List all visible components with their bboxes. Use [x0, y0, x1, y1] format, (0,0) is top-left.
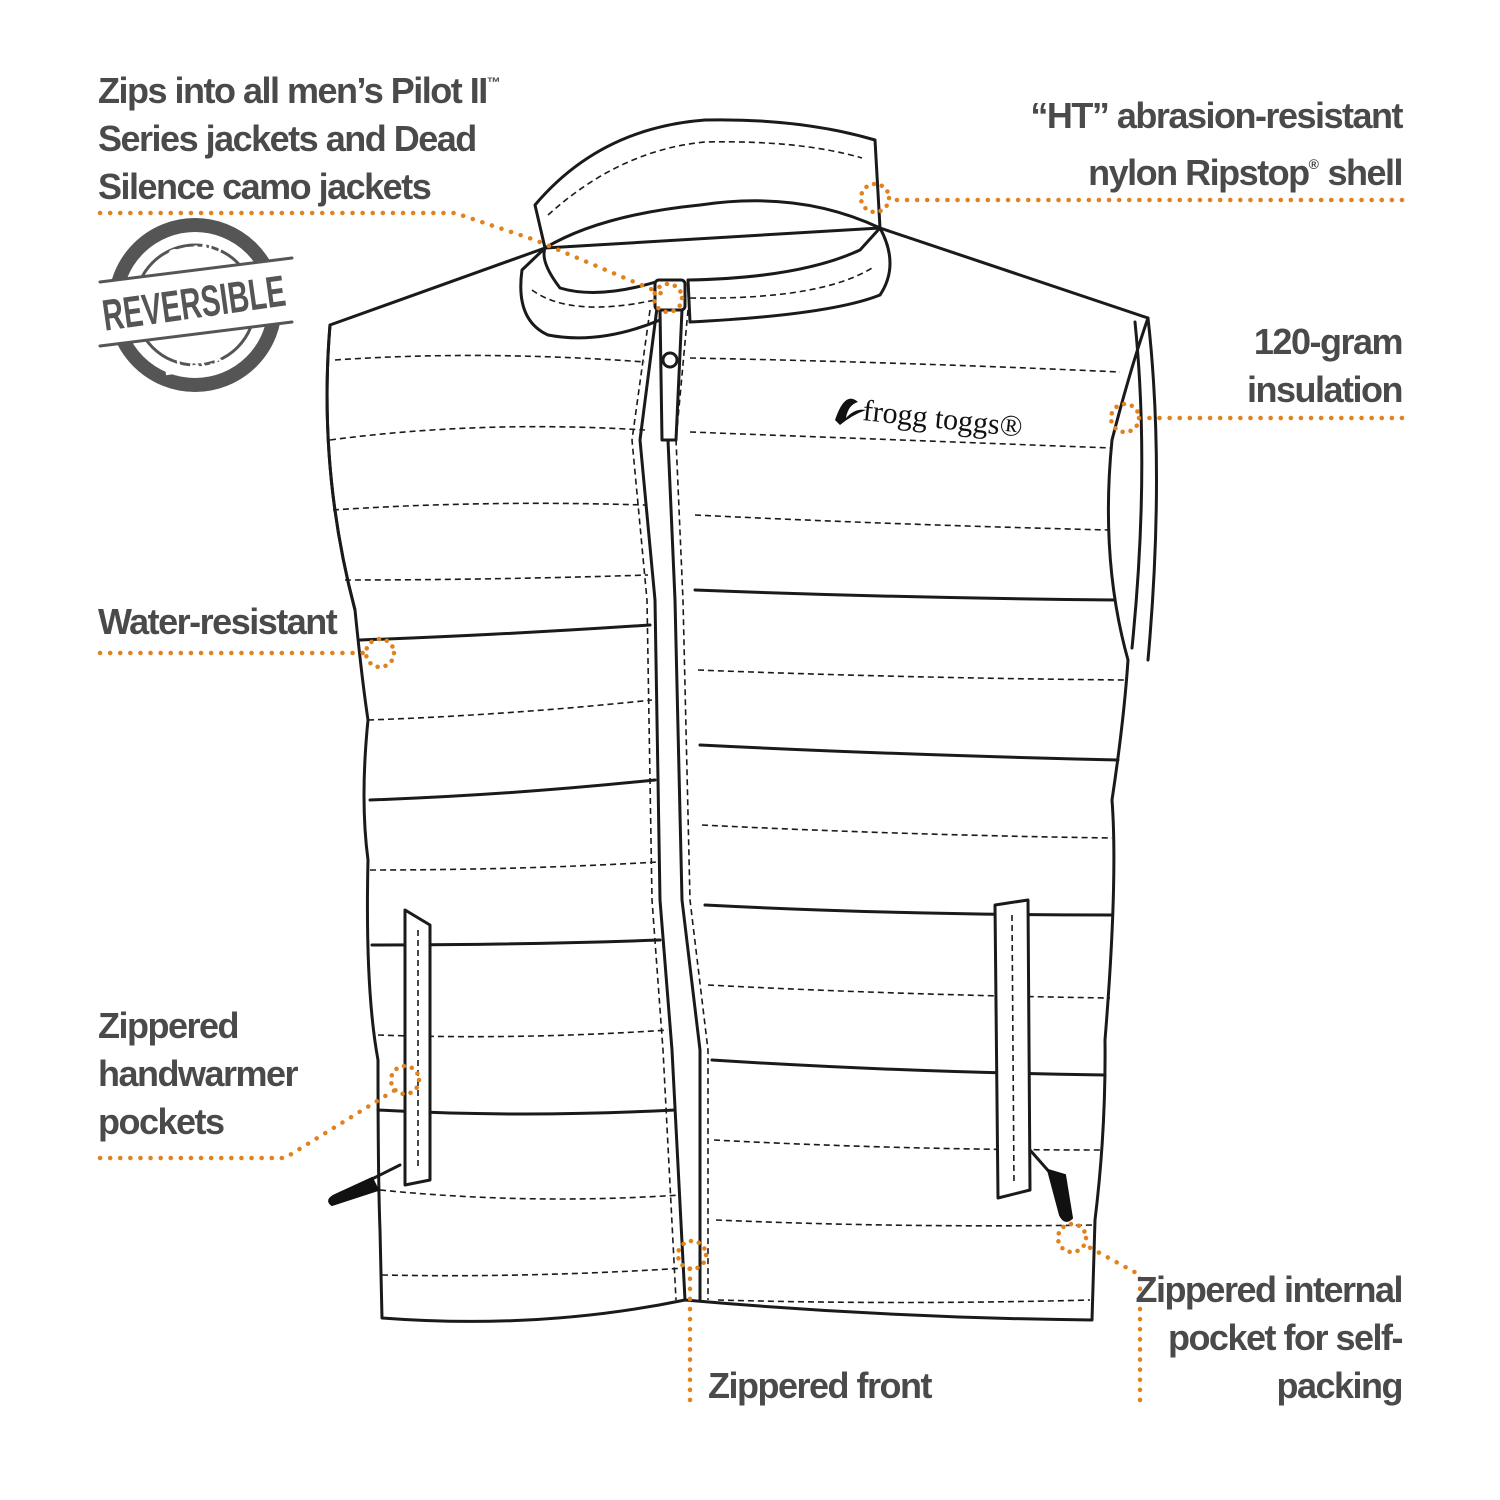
ht-shell-line-1: “HT” abrasion-resistant — [1030, 95, 1403, 136]
callout-handwarmer-pockets: Zippered handwarmer pockets — [98, 1002, 299, 1146]
internal-line-2: pocket for self- — [1167, 1317, 1404, 1358]
zips-into-line-2: Series jackets and Dead — [98, 118, 477, 159]
insulation-line-1: 120-gram — [1253, 321, 1404, 362]
insulation-line-2: insulation — [1247, 369, 1404, 410]
handwarmer-line-1: Zippered — [98, 1005, 240, 1046]
ht-shell-line-2a: nylon Ripstop — [1088, 152, 1310, 193]
handwarmer-line-3: pockets — [98, 1101, 225, 1142]
handwarmer-line-2: handwarmer — [98, 1053, 299, 1094]
callout-zips-into-jackets: Zips into all men’s Pilot II™ Series jac… — [98, 58, 501, 211]
callout-water-resistant: Water-resistant — [98, 598, 338, 646]
internal-line-1: Zippered internal — [1135, 1269, 1403, 1310]
zips-into-line-3: Silence camo jackets — [98, 166, 432, 207]
callout-zippered-front: Zippered front — [708, 1362, 932, 1410]
callout-internal-pocket: Zippered internal pocket for self- packi… — [1135, 1266, 1404, 1410]
internal-line-3: packing — [1276, 1365, 1403, 1406]
registered-mark: ® — [1308, 156, 1319, 172]
callout-insulation: 120-gram insulation — [1247, 318, 1404, 414]
trademark-mark: ™ — [486, 74, 501, 90]
ht-shell-line-2b: shell — [1318, 152, 1403, 193]
water-line-1: Water-resistant — [98, 601, 338, 642]
zips-into-line-1: Zips into all men’s Pilot II — [98, 70, 488, 111]
callout-ht-shell: “HT” abrasion-resistant nylon Ripstop® s… — [1030, 92, 1403, 197]
reversible-badge: CAMO REVERSIBLE BLACK — [98, 218, 294, 392]
front-line-1: Zippered front — [708, 1365, 932, 1406]
